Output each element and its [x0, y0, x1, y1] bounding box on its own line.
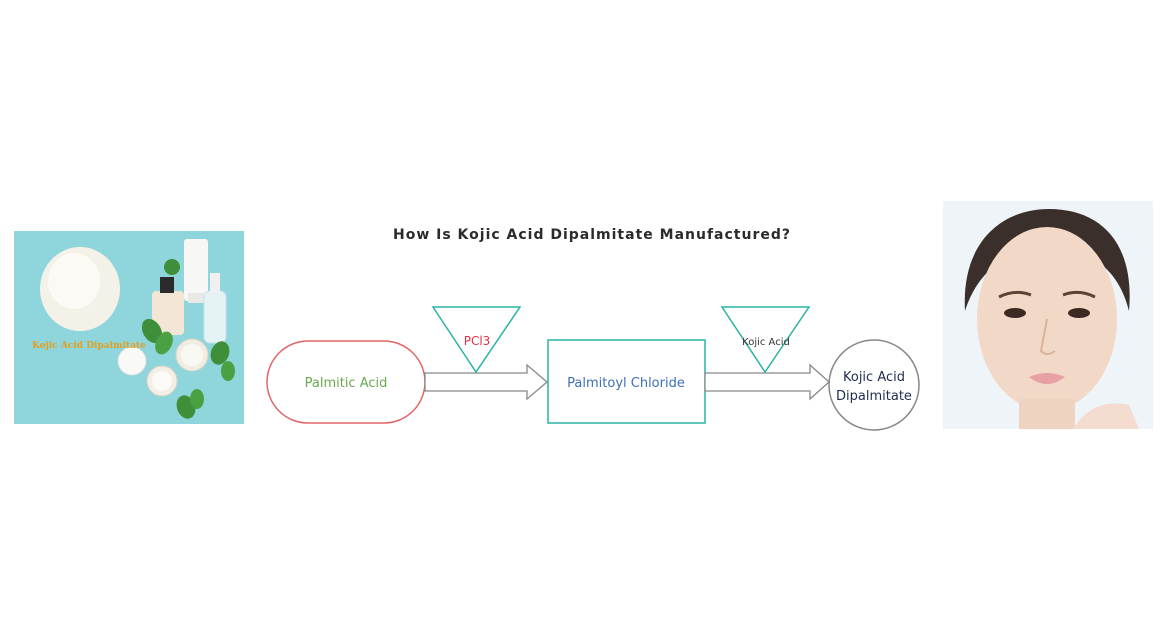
node-palmitoyl-chloride [547, 339, 706, 424]
reagent-pcl3-label: PCl3 [464, 334, 491, 348]
hand [1073, 403, 1139, 429]
reagent-triangle-pcl3 [431, 306, 522, 374]
lips [1029, 373, 1065, 384]
product-label: Kojic Acid Dipalmitate [32, 341, 146, 351]
node-palmitoyl-chloride-label: Palmitoyl Chloride [567, 376, 685, 391]
leaf [141, 318, 163, 344]
eye [1004, 308, 1026, 318]
cosmetics-image: Kojic Acid Dipalmitate [14, 231, 244, 424]
reagent-kojic-acid-label: Kojic Acid [742, 337, 790, 348]
node-kojic-acid-dipalmitate [828, 339, 920, 431]
node-product-line2: Dipalmitate [836, 389, 912, 404]
node-palmitic-acid-label: Palmitic Acid [305, 376, 388, 391]
arrow-1 [424, 363, 549, 401]
diagram-title: How Is Kojic Acid Dipalmitate Manufactur… [392, 227, 791, 243]
cream-tube [184, 239, 208, 301]
arrow-2 [704, 363, 830, 401]
reagent-triangle-kojic-acid [720, 306, 811, 374]
pump-bottle [152, 291, 184, 335]
hair [964, 209, 1130, 311]
face-portrait-image [943, 201, 1153, 429]
node-product-line1: Kojic Acid [843, 370, 905, 385]
